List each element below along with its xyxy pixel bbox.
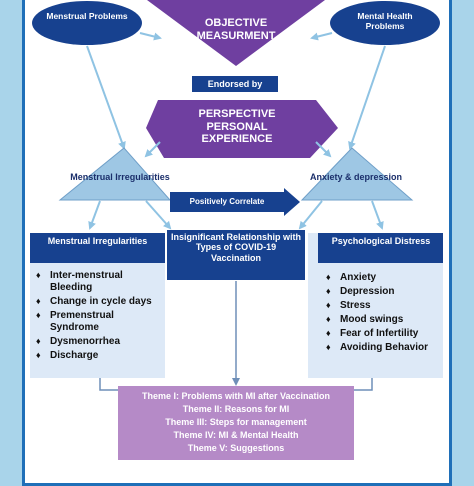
arrow-left-tri-down [88, 200, 101, 230]
perspective-hexagon [146, 100, 338, 158]
list-item: Anxiety [326, 272, 442, 284]
theme-item: Theme I: Problems with MI after Vaccinat… [141, 391, 331, 401]
theme-item: Theme V: Suggestions [187, 443, 285, 453]
arrow-left-tri-center [145, 200, 172, 230]
arrow-right-tri-center [298, 200, 323, 230]
objective-triangle [147, 0, 325, 66]
label-anxiety-depression-triangle: Anxiety & depression [309, 172, 403, 182]
insignificant-box [167, 230, 305, 280]
arrow-hex-to-left [144, 141, 161, 158]
triangle-menstrual-irregularities [58, 147, 172, 201]
endorsed-box [192, 76, 278, 92]
list-item: Mood swings [326, 314, 442, 326]
correlate-arrow [170, 188, 300, 216]
arrow-left-ellipse-down [86, 45, 126, 150]
arrow-right-ellipse-down [348, 45, 386, 150]
triangle-anxiety-depression [300, 147, 414, 201]
themes-list: Theme I: Problems with MI after Vaccinat… [118, 390, 354, 455]
right-panel-header-bg [318, 233, 443, 263]
themes-box [118, 386, 354, 460]
left-panel-header: Menstrual Irregularities [47, 236, 148, 246]
list-item: Avoiding Behavior [326, 342, 442, 354]
list-item: Change in cycle days [36, 296, 162, 308]
theme-item: Theme II: Reasons for MI [182, 404, 290, 414]
label-perspective: PERSPECTIVE PERSONAL EXPERIENCE [198, 108, 276, 146]
right-panel-list: Anxiety Depression Stress Mood swings Fe… [326, 272, 442, 356]
list-item: Depression [326, 286, 442, 298]
list-item: Dysmenorrhea [36, 336, 162, 348]
list-item: Premenstrual Syndrome [36, 310, 162, 334]
ellipse-menstrual-problems [32, 1, 142, 45]
list-item: Inter-menstrual Bleeding [36, 270, 162, 294]
left-panel-list: Inter-menstrual Bleeding Change in cycle… [36, 270, 162, 364]
list-item: Fear of Infertility [326, 328, 442, 340]
list-item: Stress [326, 300, 442, 312]
right-panel-header: Psychological Distress [331, 236, 431, 246]
ellipse-mental-health-problems [330, 1, 440, 45]
arrow-hex-to-right [315, 141, 332, 158]
theme-item: Theme III: Steps for management [165, 417, 307, 427]
label-objective: OBJECTIVE MEASURMENT [196, 17, 276, 42]
arrow-right-to-objective [310, 32, 333, 41]
label-mental-health-problems: Mental Health Problems [357, 11, 413, 31]
label-positively-correlate: Positively Correlate [189, 197, 265, 206]
label-menstrual-irregularities-triangle: Menstrual Irregularities [70, 172, 170, 182]
arrow-left-to-objective [139, 32, 162, 41]
list-item: Discharge [36, 350, 162, 362]
left-panel-header-bg [30, 233, 165, 263]
label-insignificant: Insignificant Relationship with Types of… [170, 232, 301, 263]
label-menstrual-problems: Menstrual Problems [46, 11, 128, 21]
theme-item: Theme IV: MI & Mental Health [173, 430, 299, 440]
label-endorsed: Endorsed by [207, 79, 263, 89]
arrow-right-tri-down [371, 200, 384, 230]
